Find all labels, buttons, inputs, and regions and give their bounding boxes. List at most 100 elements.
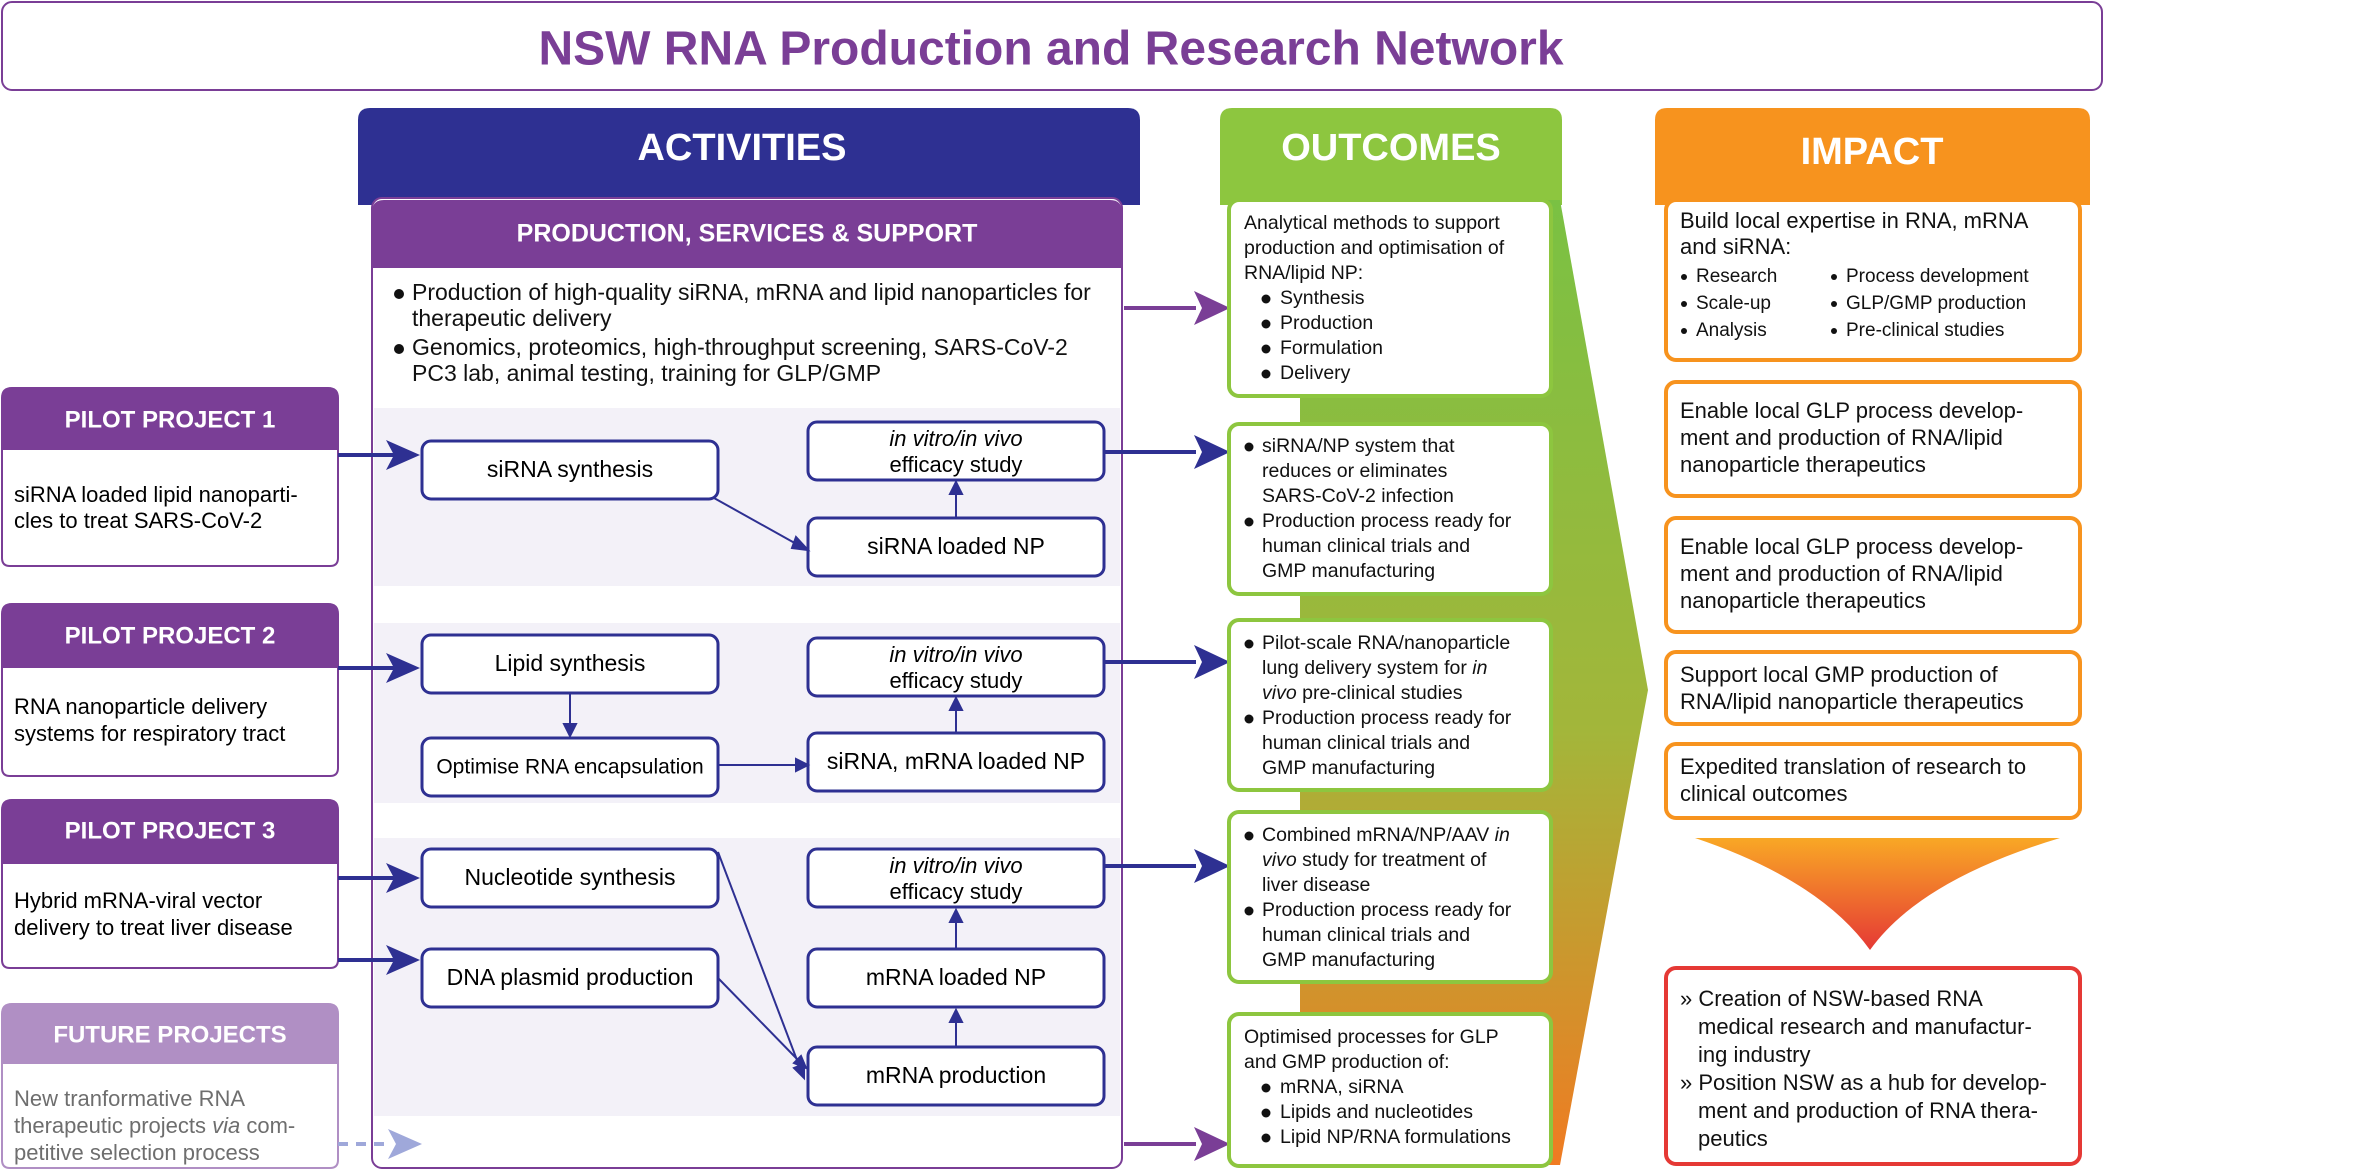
bullet-dot [1261, 319, 1271, 329]
outcome-line-run: Production process ready for [1262, 510, 1512, 532]
bullet-dot [1261, 344, 1271, 354]
lipid-synthesis-label: Lipid synthesis [495, 650, 646, 676]
dna-plasmid-label: DNA plasmid production [447, 964, 694, 990]
pilot-1-desc-1: siRNA loaded lipid nanoparti- [14, 482, 298, 507]
outcome-line-run: reduces or eliminates [1262, 460, 1448, 482]
impact-final-line-run: Position NSW as a hub for develop- [1698, 1070, 2047, 1095]
outcome-line-run: human clinical trials and [1262, 535, 1470, 557]
impact-expertise-line: Build local expertise in RNA, mRNA [1680, 208, 2029, 233]
outcome-line-run: GMP manufacturing [1262, 560, 1435, 582]
outcome-box-3 [1227, 618, 1553, 792]
outcome-line: Pilot-scale RNA/nanoparticle [1262, 632, 1510, 654]
bullet-dot [1681, 274, 1687, 280]
impact-final-box [1664, 966, 2082, 1166]
outcome-line-run: in [1472, 657, 1487, 679]
bullet-dot [1244, 906, 1254, 916]
outcome-line: Combined mRNA/NP/AAV in [1262, 824, 1510, 846]
outcome-line-run: Formulation [1280, 337, 1383, 359]
impact-final-line-run: » [1680, 986, 1698, 1011]
impact-final-line: ment and production of RNA thera- [1698, 1098, 2038, 1123]
outcome-line: and GMP production of: [1244, 1051, 1450, 1073]
mrna-loaded-np-label: mRNA loaded NP [866, 964, 1046, 990]
future-desc-line-run: petitive selection process [14, 1140, 260, 1165]
outcome-line: Delivery [1280, 362, 1351, 384]
main-title: NSW RNA Production and Research Network [538, 23, 1563, 76]
impact-expertise-item: GLP/GMP production [1846, 293, 2026, 314]
efficacy-label: efficacy study [890, 879, 1023, 904]
bullet-dot [1261, 1108, 1271, 1118]
outcome-line-run: pre-clinical studies [1297, 682, 1463, 704]
production-bullet-line: PC3 lab, animal testing, training for GL… [412, 360, 881, 386]
sirna-loaded-np-label: siRNA loaded NP [867, 533, 1045, 559]
pilot-3-desc-1: Hybrid mRNA-viral vector [14, 888, 262, 913]
outcome-line: Production process ready for [1262, 899, 1512, 921]
bullet-dot [1244, 639, 1254, 649]
pilot-project-2: PILOT PROJECT 2 RNA nanoparticle deliver… [1, 603, 339, 777]
efficacy-label: efficacy study [890, 452, 1023, 477]
outcome-line-run: vivo [1262, 849, 1297, 871]
outcome-line-run: Production process ready for [1262, 899, 1512, 921]
impact-final-line-run: ment and production of RNA thera- [1698, 1098, 2038, 1123]
outcome-line: Lipid NP/RNA formulations [1280, 1126, 1511, 1148]
activities-header: ACTIVITIES [358, 108, 1140, 205]
outcome-box-4 [1227, 810, 1553, 984]
bullet-dot [1244, 714, 1254, 724]
bullet-dot [1681, 328, 1687, 334]
impact-box-line: nanoparticle therapeutics [1680, 452, 1926, 477]
outcome-box-1 [1227, 198, 1553, 398]
impact-expertise-item: Pre-clinical studies [1846, 320, 2004, 341]
impact-expertise-item: Process development [1846, 266, 2029, 287]
outcome-line-run: and GMP production of: [1244, 1051, 1450, 1073]
outcome-line-run: GMP manufacturing [1262, 949, 1435, 971]
impact-box-line: Expedited translation of research to [1680, 754, 2026, 779]
efficacy-study-1-box: in vitro/in vivo efficacy study [806, 420, 1106, 482]
bullet-dot [1681, 301, 1687, 307]
outcome-line: Lipids and nucleotides [1280, 1101, 1473, 1123]
pilot-3-title: PILOT PROJECT 3 [65, 817, 276, 844]
future-desc-line-run: com- [240, 1113, 295, 1138]
efficacy-study-2-box: in vitro/in vivo efficacy study [806, 636, 1106, 698]
impact-box-line: ment and production of RNA/lipid [1680, 425, 2003, 450]
activities-title: ACTIVITIES [637, 127, 846, 169]
efficacy-italic: in vitro/in vivo [889, 642, 1022, 667]
impact-expertise-box [1664, 198, 2082, 362]
production-bullet-line: therapeutic delivery [412, 305, 612, 331]
outcome-line: GMP manufacturing [1262, 560, 1435, 582]
pilot-project-1: PILOT PROJECT 1 siRNA loaded lipid nanop… [1, 387, 339, 567]
outcome-line-run: siRNA/NP system that [1262, 435, 1455, 457]
impact-box-line: nanoparticle therapeutics [1680, 588, 1926, 613]
future-desc-line-run: New tranformative RNA [14, 1086, 245, 1111]
outcome-line: reduces or eliminates [1262, 460, 1448, 482]
outcome-line-run: Analytical methods to support [1244, 212, 1500, 234]
pilot-project-3: PILOT PROJECT 3 Hybrid mRNA-viral vector… [1, 799, 339, 969]
sirna-loaded-np-box: siRNA loaded NP [806, 516, 1106, 578]
production-bullets: Production of high-quality siRNA, mRNA a… [394, 279, 1091, 386]
impact-box-line: clinical outcomes [1680, 781, 1848, 806]
bullet-dot [1261, 294, 1271, 304]
outcomes-title: OUTCOMES [1281, 127, 1501, 169]
sirna-mrna-np-box: siRNA, mRNA loaded NP [806, 731, 1106, 793]
outcome-line-run: study for treatment of [1297, 849, 1487, 871]
bullet-dot [1261, 1083, 1271, 1093]
outcome-line-run: GMP manufacturing [1262, 757, 1435, 779]
pilot-input-arrows [338, 440, 420, 975]
outcomes-header: OUTCOMES [1220, 108, 1562, 205]
bullet-dot [394, 289, 404, 299]
outcome-line-run: human clinical trials and [1262, 924, 1470, 946]
outcome-line-run: Production [1280, 312, 1373, 334]
production-bullet-line: Genomics, proteomics, high-throughput sc… [412, 334, 1068, 360]
outcome-line-run: Synthesis [1280, 287, 1365, 309]
impact-final-line: medical research and manufactur- [1698, 1014, 2032, 1039]
pilot-3-desc-2: delivery to treat liver disease [14, 915, 293, 940]
outcome-line-run: Production process ready for [1262, 707, 1512, 729]
outcome-line: human clinical trials and [1262, 732, 1470, 754]
bullet-dot [1244, 831, 1254, 841]
bullet-dot [1831, 274, 1837, 280]
outcome-line-run: lung delivery system for [1262, 657, 1472, 679]
activity-output-arrows [1104, 291, 1230, 1161]
impact-final-line: » Position NSW as a hub for develop- [1680, 1070, 2047, 1095]
bullet-dot [1261, 369, 1271, 379]
